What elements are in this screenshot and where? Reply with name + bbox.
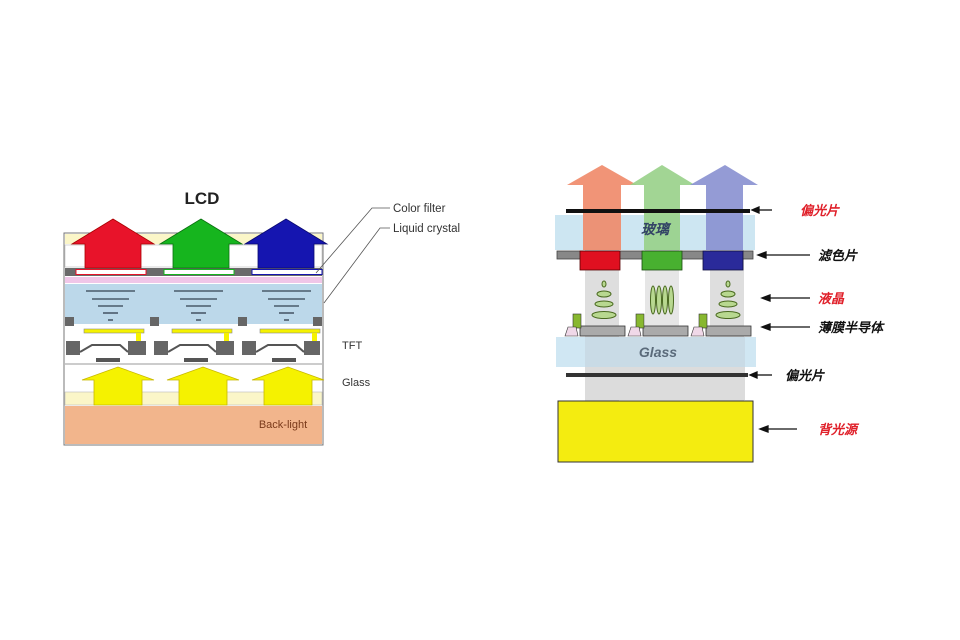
label-tft: 薄膜半导体 <box>818 320 885 336</box>
label-liquid-crystal: 液晶 <box>818 291 845 307</box>
bottom-glass-shade <box>585 337 745 367</box>
glass-label: Glass <box>342 377 371 389</box>
backlight-source <box>557 400 754 463</box>
backlight-label: Back-light <box>259 419 307 431</box>
color-filter-blue <box>251 269 323 275</box>
red-arrow <box>70 218 156 269</box>
label-bottom-polarizer: 偏光片 <box>785 368 825 384</box>
label-arrows <box>748 206 810 433</box>
liquid-crystal-label: Liquid crystal <box>393 223 460 235</box>
bottom-glass-label: Glass <box>639 344 677 360</box>
yellow-arrow-3 <box>251 366 325 406</box>
color-filter-green <box>163 269 235 275</box>
green-arrow <box>158 218 244 269</box>
top-glass-label: 玻璃 <box>641 221 672 238</box>
backlight-layer <box>65 406 322 444</box>
arrow-blue <box>690 165 758 250</box>
arrow-red <box>567 165 637 250</box>
yellow-arrow-1 <box>81 366 155 406</box>
filter-red <box>579 250 621 271</box>
tft-label: TFT <box>342 340 362 352</box>
color-filter-red <box>75 269 147 275</box>
label-top-polarizer: 偏光片 <box>800 203 840 219</box>
top-polarizer <box>566 209 750 213</box>
liquid-crystal-molecules <box>86 290 311 321</box>
label-backlight: 背光源 <box>818 422 860 438</box>
filter-blue <box>702 250 744 271</box>
liquid-crystal-molecules-cn <box>591 280 741 319</box>
liquid-crystal-leader <box>323 227 390 304</box>
lcd-structure-diagram-cn: 玻璃 Glass <box>555 165 885 463</box>
yellow-arrow-2 <box>166 366 240 406</box>
backlight-arrows <box>81 366 325 406</box>
bottom-polarizer <box>566 373 748 377</box>
blue-arrow <box>243 218 329 269</box>
tft-elements-cn <box>564 313 752 337</box>
color-filter-leader <box>315 207 390 274</box>
tft-transistors <box>65 317 322 365</box>
color-filter-label: Color filter <box>393 203 446 215</box>
arrow-green <box>630 165 695 250</box>
filter-green <box>641 250 683 271</box>
filter-band <box>65 277 322 283</box>
label-color-filter: 滤色片 <box>818 248 858 264</box>
lcd-title: LCD <box>185 189 220 208</box>
liquid-crystal-layer <box>65 284 322 324</box>
lcd-structure-diagram: LCD <box>63 189 460 446</box>
